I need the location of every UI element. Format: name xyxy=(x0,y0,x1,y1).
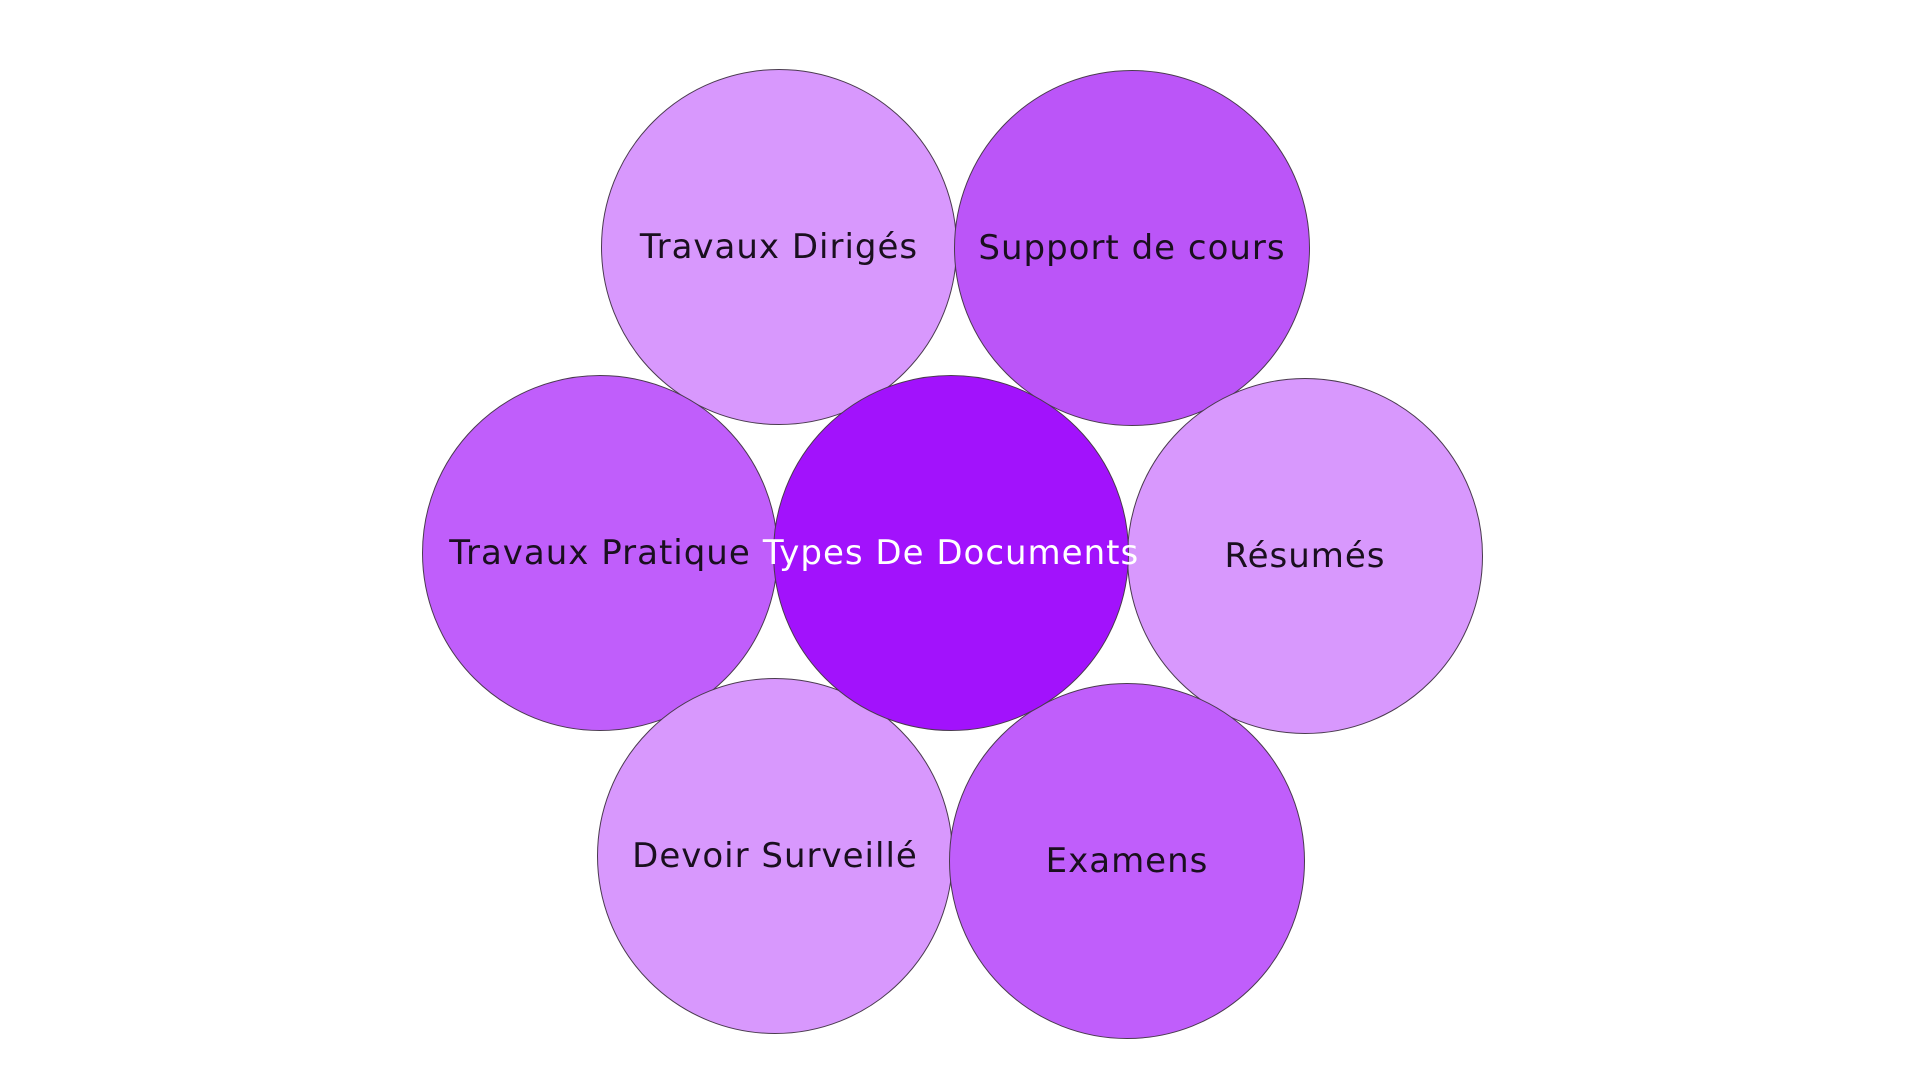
node-label: Examens xyxy=(1045,840,1209,881)
node-label: Travaux Pratique xyxy=(449,532,751,573)
center-node-types-de-documents: Types De Documents xyxy=(763,375,1138,731)
node-support-de-cours: Support de cours xyxy=(954,70,1310,426)
node-label: Travaux Dirigés xyxy=(639,226,919,267)
node-label: Support de cours xyxy=(978,227,1286,268)
node-resumes: Résumés xyxy=(1127,378,1483,734)
node-examens: Examens xyxy=(949,683,1305,1039)
node-devoir-surveille: Devoir Surveillé xyxy=(597,678,953,1034)
node-label: Devoir Surveillé xyxy=(632,835,918,876)
node-travaux-pratique: Travaux Pratique xyxy=(422,375,778,731)
node-label: Résumés xyxy=(1224,535,1386,576)
node-travaux-diriges: Travaux Dirigés xyxy=(601,69,957,425)
center-node-label: Types De Documents xyxy=(762,532,1140,573)
